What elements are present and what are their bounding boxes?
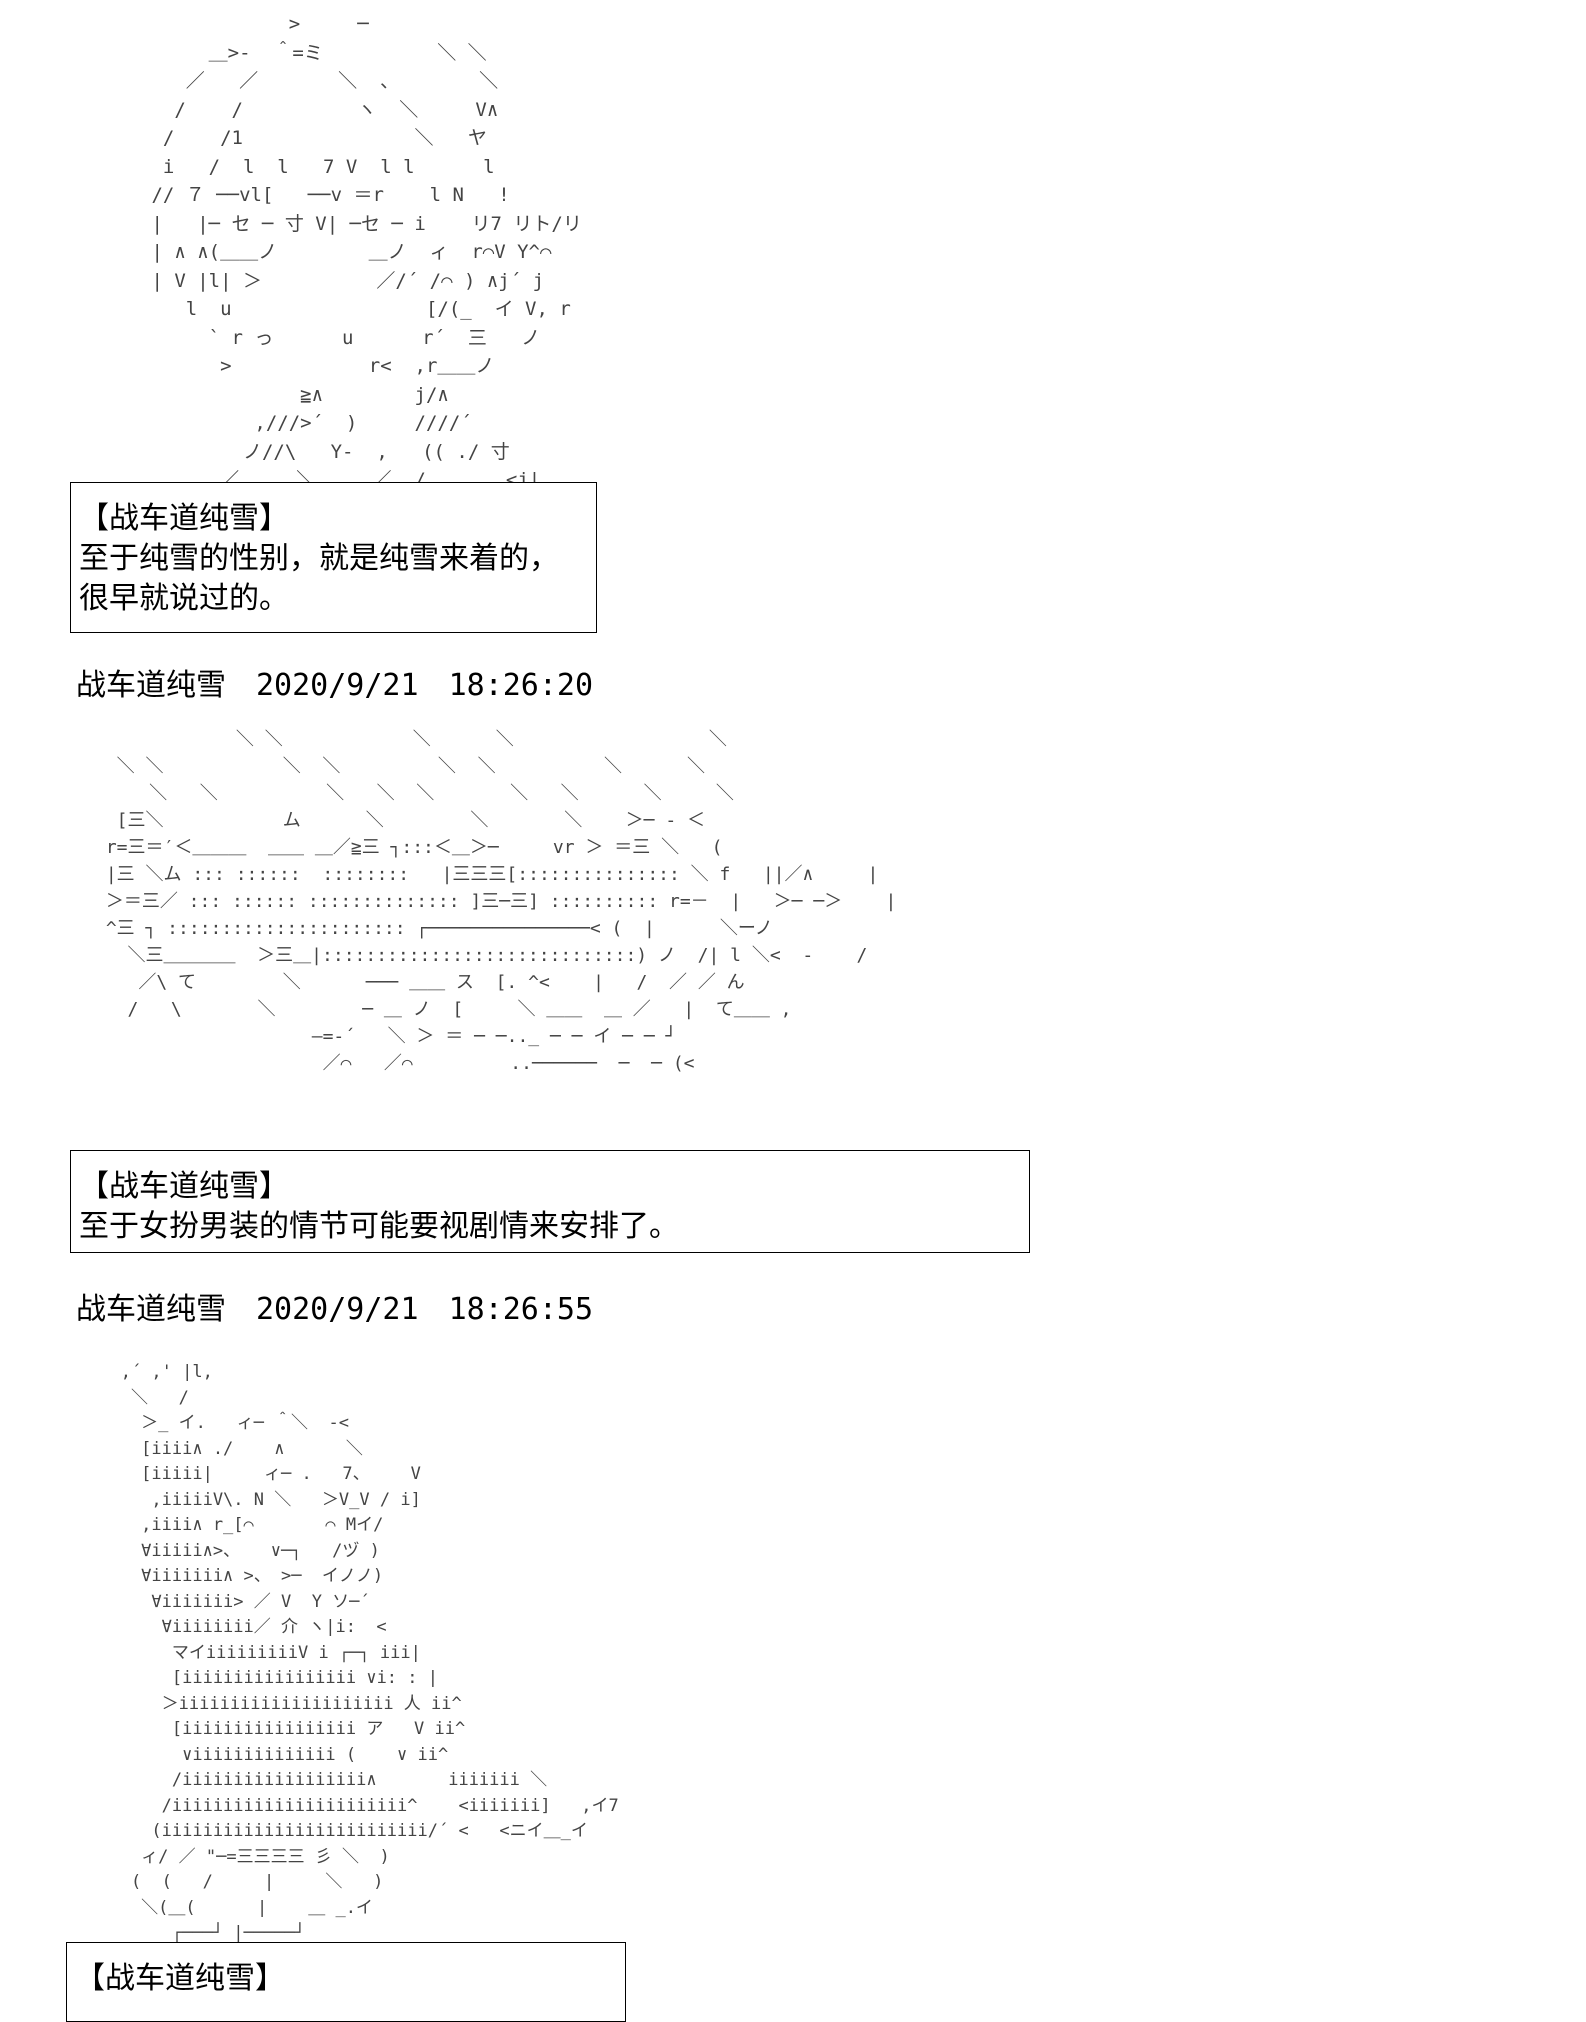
dialog-box: 【战车道纯雪】: [66, 1942, 626, 2022]
ascii-art-illustration: ,´ ,' |l, ＼ / ＞_ イ. ィ─ ＾＼ ‐< [iiii∧ ./ ∧…: [120, 1362, 619, 1943]
dialog-box: 【战车道纯雪】 至于纯雪的性别，就是纯雪来着的， 很早就说过的。: [70, 482, 597, 633]
dialog-box: 【战车道纯雪】 至于女扮男装的情节可能要视剧情来安排了。: [70, 1150, 1030, 1253]
post-date: 2020/9/21: [256, 1292, 419, 1327]
dialog-speaker: 【战车道纯雪】: [79, 1169, 289, 1204]
dialog-speaker: 【战车道纯雪】: [79, 501, 289, 536]
post-time: 18:26:20: [448, 668, 594, 703]
post-time: 18:26:55: [448, 1292, 594, 1327]
dialog-speaker: 【战车道纯雪】: [75, 1961, 285, 1996]
post-header: 战车道纯雪 2020/9/21 18:26:20: [76, 668, 593, 704]
dialog-line: 至于纯雪的性别，就是纯雪来着的，: [79, 541, 559, 576]
post-author: 战车道纯雪: [76, 668, 226, 703]
dialog-line: 很早就说过的。: [79, 581, 289, 616]
ascii-art-illustration: ＼ ＼ ＼ ＼ ＼ ＼ ＼ ＼ ＼ ＼ ＼ ＼ ＼ ＼ ＼ ＼ ＼ ＼ ＼ ＼ …: [105, 729, 897, 1074]
post-author: 战车道纯雪: [76, 1292, 226, 1327]
ascii-art-illustration: > ─ ＿>‐ ＾=ミ ＼ ＼ ／ ／ ＼ 、 ＼ / / ヽ ＼ V∧ / /…: [151, 13, 582, 548]
post-date: 2020/9/21: [256, 668, 419, 703]
post-header: 战车道纯雪 2020/9/21 18:26:55: [76, 1292, 593, 1328]
dialog-line: 至于女扮男装的情节可能要视剧情来安排了。: [79, 1209, 679, 1244]
